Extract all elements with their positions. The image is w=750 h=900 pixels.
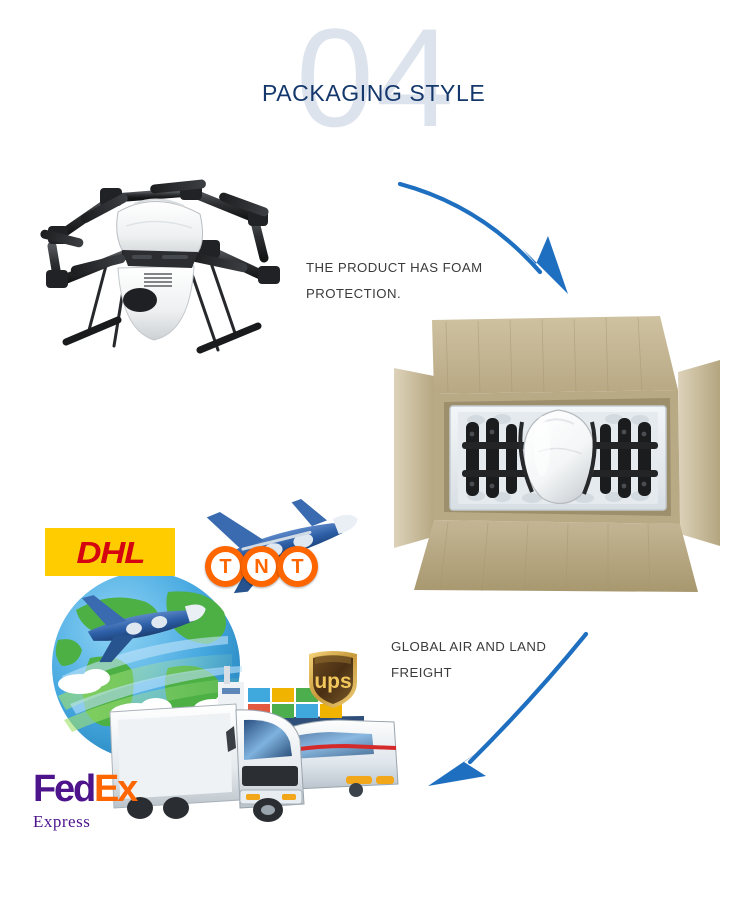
dhl-logo: DHL [45, 528, 175, 576]
fedex-logo-ex: Ex [93, 768, 138, 810]
drone-product-image [22, 142, 284, 386]
tnt-letter-ring-2: N [241, 546, 282, 587]
tnt-letter-3: T [283, 552, 312, 581]
ups-logo-text: ups [314, 670, 351, 693]
tnt-letter-1: T [211, 552, 240, 581]
caption-global-freight: GLOBAL AIR AND LAND FREIGHT [391, 639, 547, 680]
global-logistics-collage-image [18, 499, 408, 848]
curved-arrow-down-left-icon [428, 631, 589, 786]
tnt-logo: T N T [205, 546, 318, 587]
fedex-logo-wordmark: FedEx [33, 768, 138, 810]
tnt-letter-ring-1: T [205, 546, 246, 587]
fedex-logo-subtitle: Express [33, 812, 91, 831]
fedex-logo-fed: Fed [33, 768, 96, 810]
curved-arrow-down-right-icon [397, 181, 568, 294]
dhl-logo-text: DHL [75, 534, 145, 570]
page-title: PACKAGING STYLE [262, 80, 486, 106]
tnt-letter-2: N [247, 552, 276, 581]
fedex-logo: FedEx Express [33, 768, 138, 832]
tnt-letter-ring-3: T [277, 546, 318, 587]
ups-logo: ups [305, 648, 361, 710]
caption-foam-protection: THE PRODUCT HAS FOAM PROTECTION. [306, 260, 483, 301]
section-number-watermark: 04 [296, 0, 456, 156]
packaged-drone-image [392, 302, 722, 598]
